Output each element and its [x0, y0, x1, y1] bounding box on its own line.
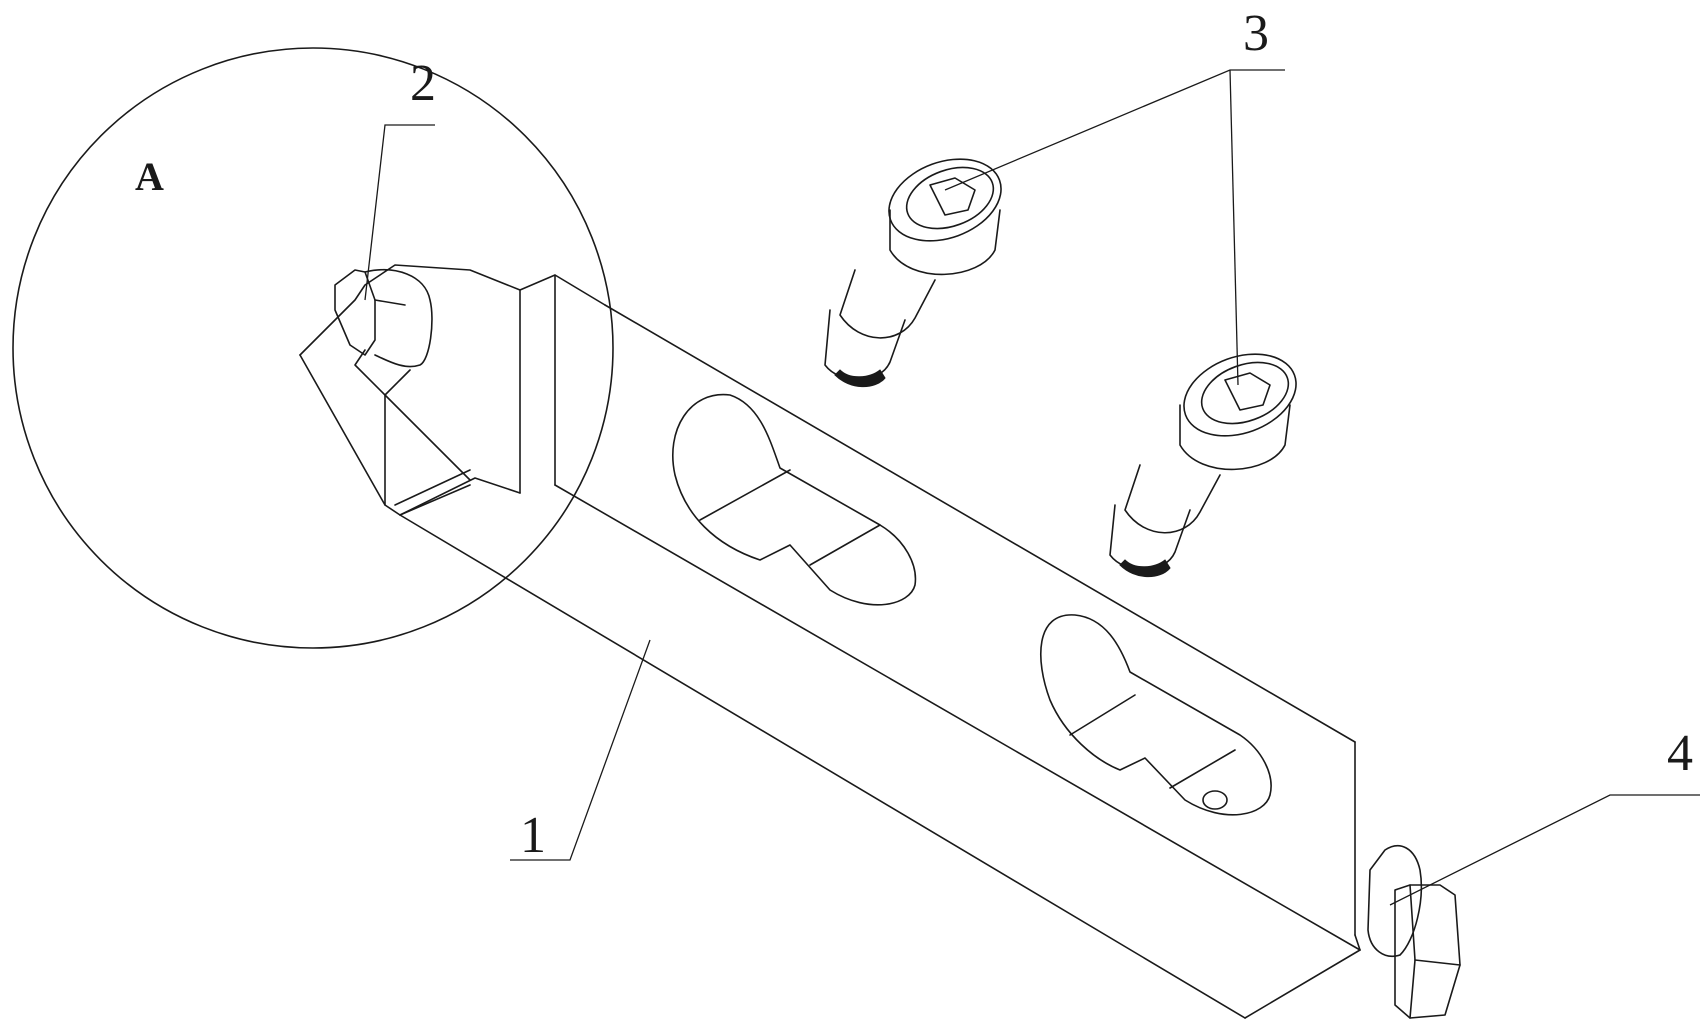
leader-4 — [1389, 794, 1700, 906]
tool-bar-body — [299, 264, 1361, 1019]
callout-2: 2 — [410, 55, 436, 112]
slot-hole-upper — [672, 393, 917, 606]
screw-lower — [1109, 353, 1297, 578]
callout-1: 1 — [520, 807, 546, 864]
leader-3b — [1229, 69, 1239, 386]
callout-3: 3 — [1243, 5, 1269, 62]
leader-lines — [364, 69, 1700, 906]
detail-circle-a — [12, 47, 614, 649]
leader-1 — [510, 639, 651, 861]
cutting-insert — [334, 269, 433, 368]
slot-hole-lower — [1040, 614, 1272, 816]
adjusting-nut — [1367, 845, 1461, 1019]
leader-2 — [364, 124, 435, 301]
callout-4: 4 — [1667, 725, 1693, 782]
leader-3 — [944, 69, 1285, 191]
detail-label-a: A — [135, 154, 164, 199]
screw-upper — [824, 158, 1002, 388]
